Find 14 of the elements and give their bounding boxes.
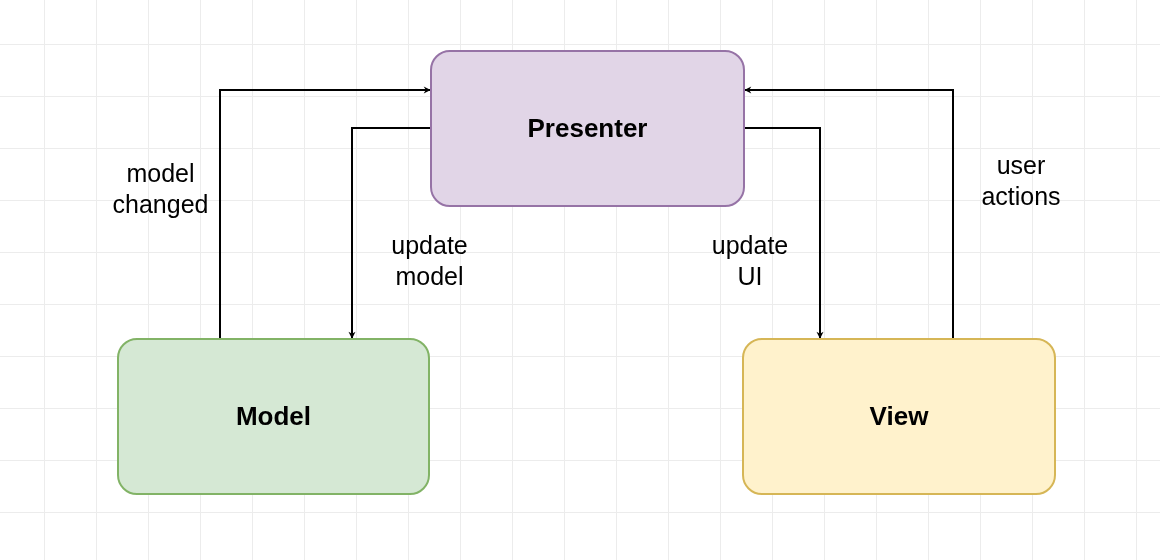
node-label: Presenter (527, 113, 648, 144)
view-box (742, 338, 1056, 495)
edge-label: update UI (710, 230, 790, 292)
edge-label: user actions (980, 150, 1062, 212)
model-box (117, 338, 430, 495)
arrow (219, 86, 431, 339)
arrow (744, 86, 954, 339)
arrow (744, 127, 824, 339)
edge-label: update model (390, 230, 469, 292)
node-label: View (869, 401, 929, 432)
node-label: Model (235, 401, 312, 432)
presenter-box (430, 50, 745, 207)
arrow (348, 127, 431, 339)
edge-label: model changed (111, 158, 210, 220)
